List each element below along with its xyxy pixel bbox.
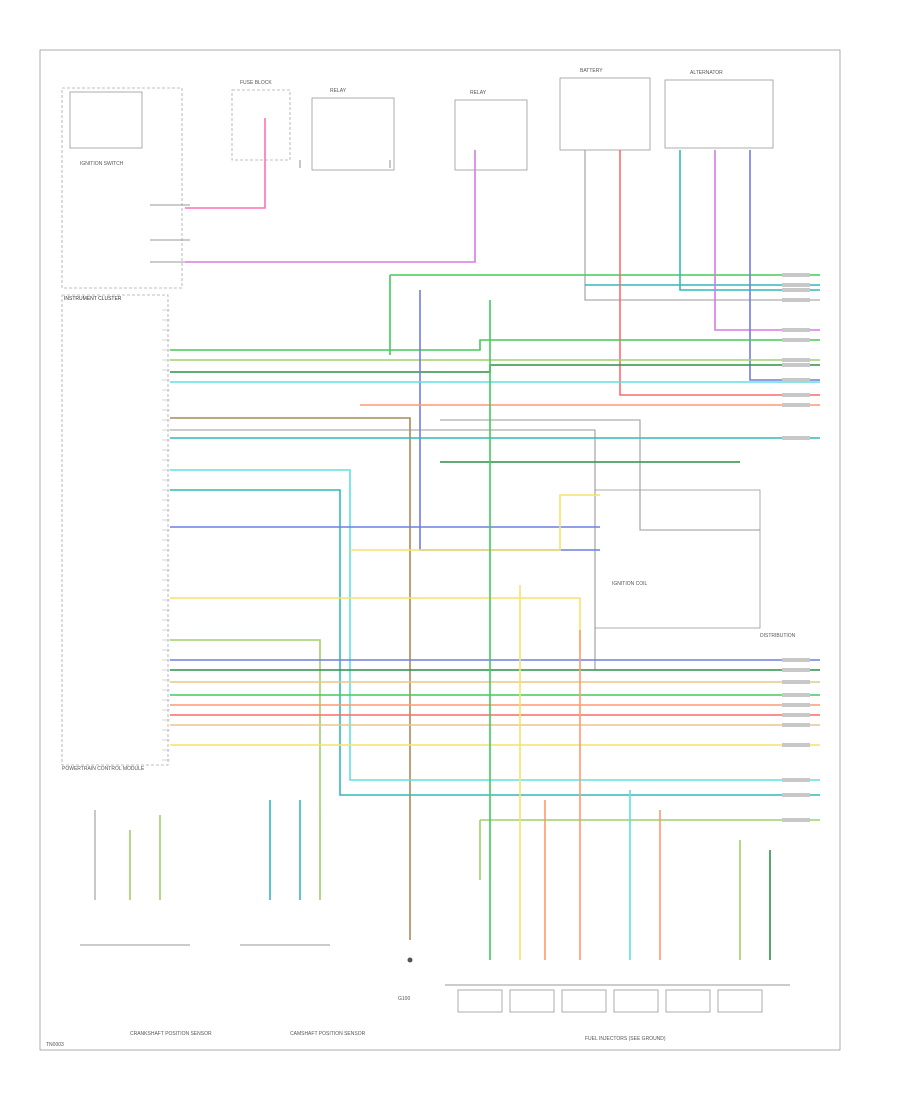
fuel-injectors <box>457 989 763 1013</box>
pcm-label: POWERTRAIN CONTROL MODULE <box>62 766 145 772</box>
terminal-label <box>782 818 810 822</box>
ignition-switch-label: IGNITION SWITCH <box>80 161 124 167</box>
terminal-label <box>782 743 810 747</box>
fuse-block-box <box>231 89 291 161</box>
crank-sensor-label: CRANKSHAFT POSITION SENSOR <box>130 1031 212 1037</box>
distribution-label: DISTRIBUTION <box>760 633 796 639</box>
relay-label-1: RELAY <box>330 88 347 94</box>
terminal-label <box>782 363 810 367</box>
instrument-cluster-label: INSTRUMENT CLUSTER <box>64 296 122 302</box>
relay-box-2 <box>454 99 528 171</box>
terminal-label <box>782 283 810 287</box>
terminal-label <box>782 723 810 727</box>
ignition-switch-inner <box>69 91 143 149</box>
terminal-label <box>782 288 810 292</box>
right-terminals <box>782 273 810 822</box>
instrument-cluster-box <box>61 294 169 766</box>
terminal-label <box>782 668 810 672</box>
alternator-label: ALTERNATOR <box>690 70 723 76</box>
footer-code: TN0003 <box>46 1042 64 1048</box>
fuel-injectors-label: FUEL INJECTORS (SEE GROUND) <box>585 1036 666 1042</box>
colored-wires <box>129 118 820 960</box>
ground-label: G100 <box>398 996 410 1002</box>
terminal-label <box>782 338 810 342</box>
terminal-label <box>782 693 810 697</box>
terminal-label <box>782 436 810 440</box>
ignition-coil-label: IGNITION COIL <box>612 581 648 587</box>
terminal-label <box>782 328 810 332</box>
terminal-label <box>782 680 810 684</box>
distribution-box <box>594 489 761 629</box>
alternator-box <box>664 79 774 149</box>
battery-box <box>559 77 651 151</box>
cluster-pins <box>162 309 170 761</box>
terminal-label <box>782 393 810 397</box>
diagram-border <box>39 49 841 1051</box>
fuse-block-label: FUSE BLOCK <box>240 80 272 86</box>
terminal-label <box>782 778 810 782</box>
terminal-label <box>782 358 810 362</box>
terminal-label <box>782 298 810 302</box>
relay-box-1 <box>311 97 395 171</box>
terminal-label <box>782 273 810 277</box>
terminal-label <box>782 403 810 407</box>
terminal-label <box>782 793 810 797</box>
ground-symbol <box>407 957 413 963</box>
ignition-switch-box <box>61 87 183 289</box>
terminal-label <box>782 713 810 717</box>
cam-sensor-label: CAMSHAFT POSITION SENSOR <box>290 1031 366 1037</box>
terminal-label <box>782 658 810 662</box>
terminal-label <box>782 703 810 707</box>
relay-label-2: RELAY <box>470 90 487 96</box>
battery-label: BATTERY <box>580 68 603 74</box>
terminal-label <box>782 378 810 382</box>
